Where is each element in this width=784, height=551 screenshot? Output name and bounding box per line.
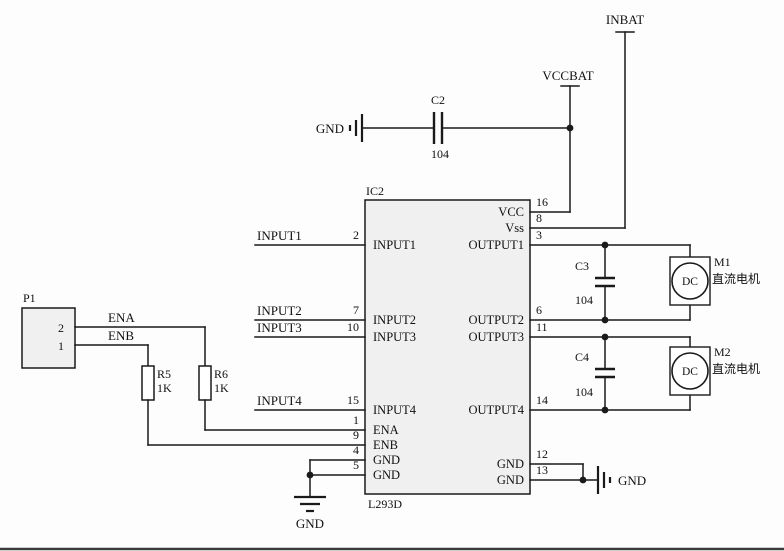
pin-num-8: 8 [536, 211, 542, 225]
pin-name-gnd4: GND [373, 453, 400, 467]
pin-num-15: 15 [347, 393, 359, 407]
pin-num-11: 11 [536, 320, 548, 334]
junction-dot [306, 471, 314, 479]
motor-m1: DC M1 直流电机 [669, 255, 760, 306]
c4-value-label: 104 [575, 385, 593, 399]
pin-num-16: 16 [536, 195, 548, 209]
pin-name-output3: OUTPUT3 [468, 330, 524, 344]
net-label-ena: ENA [108, 310, 135, 325]
ic2-body [364, 199, 531, 495]
capacitor-c3: C3 104 [575, 241, 615, 324]
pin-name-vss: Vss [505, 221, 524, 235]
net-label-input3: INPUT3 [257, 320, 302, 335]
pin-name-input1: INPUT1 [373, 238, 416, 252]
gnd-bottom-label: GND [296, 516, 324, 531]
ic2-component: IC2 L293D VCC Vss OUTPUT1 OUTPUT2 OUTPUT… [347, 184, 548, 511]
pin-name-output2: OUTPUT2 [468, 313, 524, 327]
r6-ref-label: R6 [214, 367, 228, 381]
junction-dot [601, 241, 609, 249]
p1-pin-2: 2 [58, 321, 64, 335]
pin-name-input4: INPUT4 [373, 403, 417, 417]
power-net-inbat: INBAT [606, 12, 644, 229]
r6-body [198, 365, 212, 401]
pin-name-input2: INPUT2 [373, 313, 416, 327]
junction-dot [601, 406, 609, 414]
r6-value-label: 1K [214, 381, 229, 395]
pin-name-output4: OUTPUT4 [468, 403, 524, 417]
pin-name-enb: ENB [373, 438, 398, 452]
pin-name-ena: ENA [373, 423, 399, 437]
m1-core-label: DC [682, 276, 698, 288]
c3-value-label: 104 [575, 293, 593, 307]
pin-num-12: 12 [536, 447, 548, 461]
m1-name-label: 直流电机 [712, 272, 760, 286]
motor-m2: DC M2 直流电机 [669, 345, 760, 396]
net-label-enb: ENB [108, 328, 134, 343]
pin-num-7: 7 [353, 303, 359, 317]
pin-num-4: 4 [353, 443, 359, 457]
output-wires [529, 244, 691, 411]
pin-num-3: 3 [536, 228, 542, 242]
junction-dot [566, 124, 574, 132]
pin-name-gnd13: GND [497, 473, 524, 487]
capacitor-c4: C4 104 [575, 333, 615, 414]
m2-name-label: 直流电机 [712, 362, 760, 376]
gnd-right-label: GND [618, 473, 646, 488]
connector-p1: P1 2 1 ENA ENB [21, 291, 206, 369]
ground-symbol-right: GND [529, 463, 646, 494]
ground-earth-bottom: GND [294, 459, 366, 531]
resistor-r6: R6 1K [198, 326, 366, 431]
pin-name-output1: OUTPUT1 [468, 238, 524, 252]
supply-pin-wires [529, 211, 626, 229]
m1-ref-label: M1 [714, 255, 731, 269]
input-nets: INPUT1 INPUT2 INPUT3 INPUT4 [254, 228, 366, 411]
pin-num-1: 1 [353, 413, 359, 427]
pin-name-input3: INPUT3 [373, 330, 416, 344]
ic2-ref-label: IC2 [366, 184, 384, 198]
r5-body [141, 365, 155, 401]
junction-dot [601, 333, 609, 341]
vccbat-net-label: VCCBAT [542, 68, 593, 83]
p1-ref-label: P1 [23, 291, 36, 305]
pin-num-13: 13 [536, 463, 548, 477]
pin-num-2: 2 [353, 228, 359, 242]
net-label-input1: INPUT1 [257, 228, 302, 243]
p1-pin-1: 1 [58, 339, 64, 353]
m2-circle [671, 352, 709, 390]
m1-circle [671, 262, 709, 300]
net-label-input4: INPUT4 [257, 393, 302, 408]
c3-ref-label: C3 [575, 259, 589, 273]
pin-name-gnd12: GND [497, 457, 524, 471]
m2-ref-label: M2 [714, 345, 731, 359]
gnd-left-label: GND [316, 121, 344, 136]
pin-name-gnd5: GND [373, 468, 400, 482]
pin-num-14: 14 [536, 393, 548, 407]
c4-ref-label: C4 [575, 350, 589, 364]
c2-ref-label: C2 [431, 93, 445, 107]
net-label-input2: INPUT2 [257, 303, 302, 318]
pin-name-vcc: VCC [498, 205, 524, 219]
pin-num-5: 5 [353, 458, 359, 472]
power-net-vccbat: VCCBAT [542, 68, 594, 213]
r5-value-label: 1K [157, 381, 172, 395]
m2-core-label: DC [682, 366, 698, 378]
inbat-net-label: INBAT [606, 12, 644, 27]
ic2-part-label: L293D [368, 497, 402, 511]
pin-num-10: 10 [347, 320, 359, 334]
c2-value-label: 104 [431, 147, 449, 161]
junction-dot [579, 476, 587, 484]
resistor-r5: R5 1K [141, 344, 366, 446]
pin-num-9: 9 [353, 428, 359, 442]
capacitor-c2: C2 104 [361, 93, 574, 161]
pin-num-6: 6 [536, 303, 542, 317]
r5-ref-label: R5 [157, 367, 171, 381]
ground-symbol-left: GND [316, 114, 364, 142]
p1-body [21, 307, 76, 369]
junction-dot [601, 316, 609, 324]
